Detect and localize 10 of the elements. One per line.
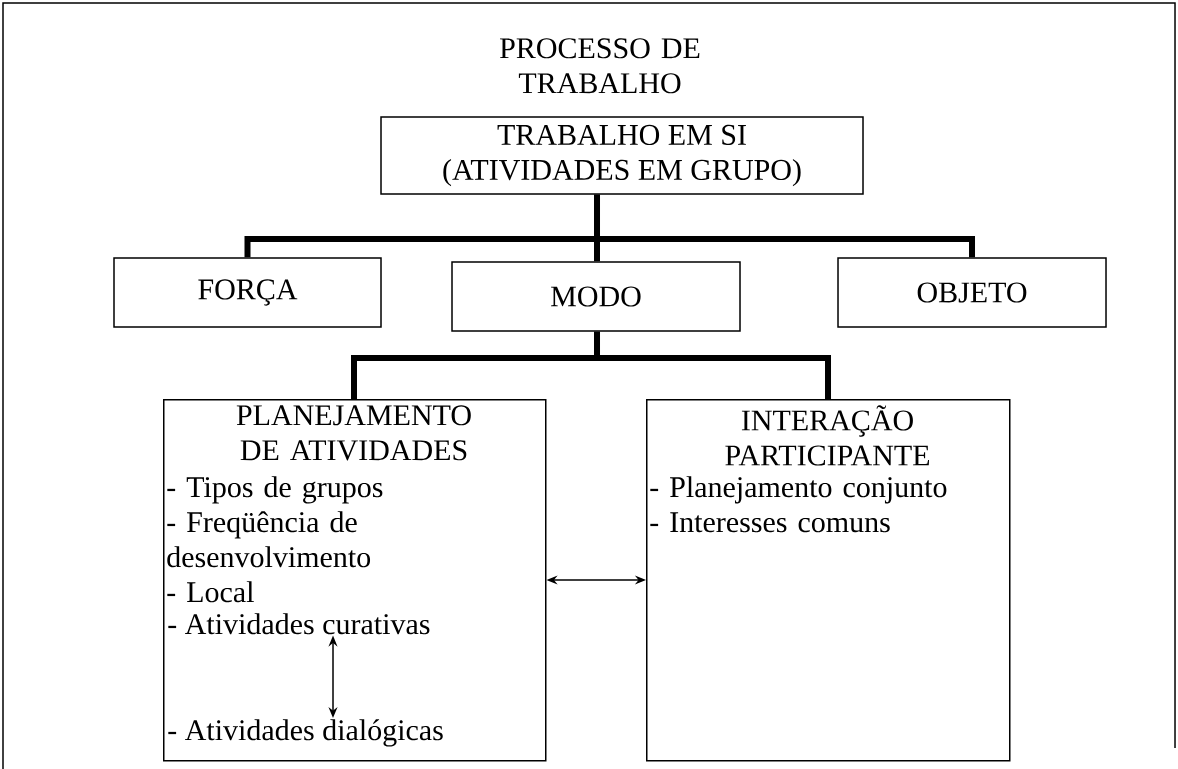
box: FORÇA: [113, 257, 382, 328]
box: TRABALHO EM SI (ATIVIDADES EM GRUPO): [380, 116, 864, 195]
connector-line: [594, 331, 831, 399]
connector-line: [594, 194, 975, 258]
box: MODO: [451, 261, 741, 332]
list-item: - Atividades curativas: [168, 613, 430, 635]
title: PROCESSO DE TRABALHO: [500, 38, 700, 94]
list-item: - Atividades dialógicas: [168, 719, 443, 747]
box: OBJETO: [837, 257, 1107, 328]
text-box: INTERAÇÃO PARTICIPANTE - Planejamento conjunto - Interesses comuns: [646, 399, 1011, 762]
